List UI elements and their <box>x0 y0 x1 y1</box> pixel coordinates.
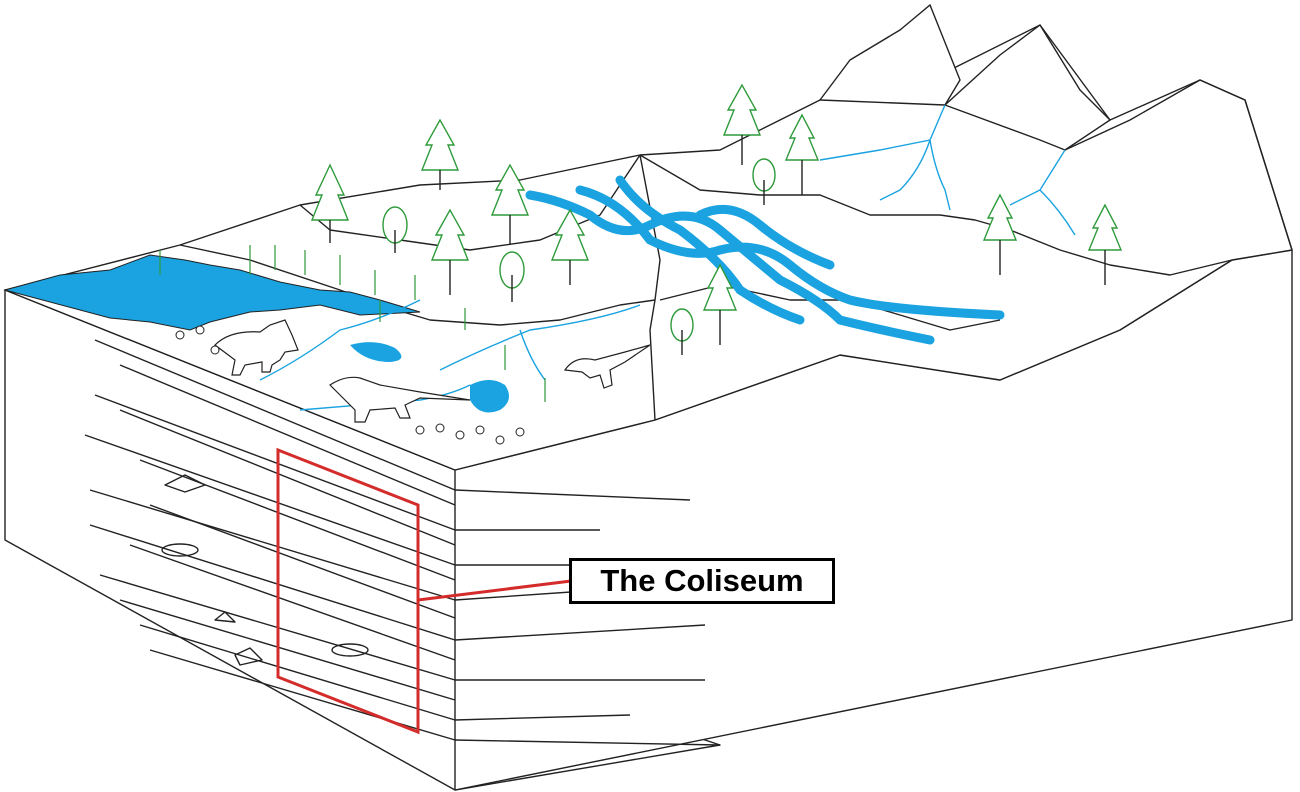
mountain-2 <box>944 24 1111 151</box>
fossil-fragments <box>175 325 525 445</box>
mountain-1 <box>819 4 961 106</box>
terrace-line <box>179 244 656 326</box>
conifer-tree-icon <box>310 83 1123 345</box>
hadrosaur-dinosaur-icon <box>329 376 471 423</box>
coliseum-highlight-box <box>276 447 420 735</box>
strata-lines <box>84 339 721 790</box>
deciduous-tree-icon <box>382 158 776 355</box>
tyrannosaur-dinosaur-icon <box>563 344 651 389</box>
callout-leader <box>417 579 572 602</box>
braided-river <box>525 175 1005 345</box>
pond-1 <box>350 342 402 362</box>
ridge-line <box>639 154 1233 276</box>
horsetail-plant-icon <box>159 245 546 402</box>
fossil-lenses <box>161 474 369 666</box>
pond-2 <box>470 380 509 413</box>
mountain-3 <box>1064 79 1293 251</box>
coliseum-label: The Coliseum <box>569 558 835 604</box>
ceratopsian-dinosaur-icon <box>214 319 299 376</box>
